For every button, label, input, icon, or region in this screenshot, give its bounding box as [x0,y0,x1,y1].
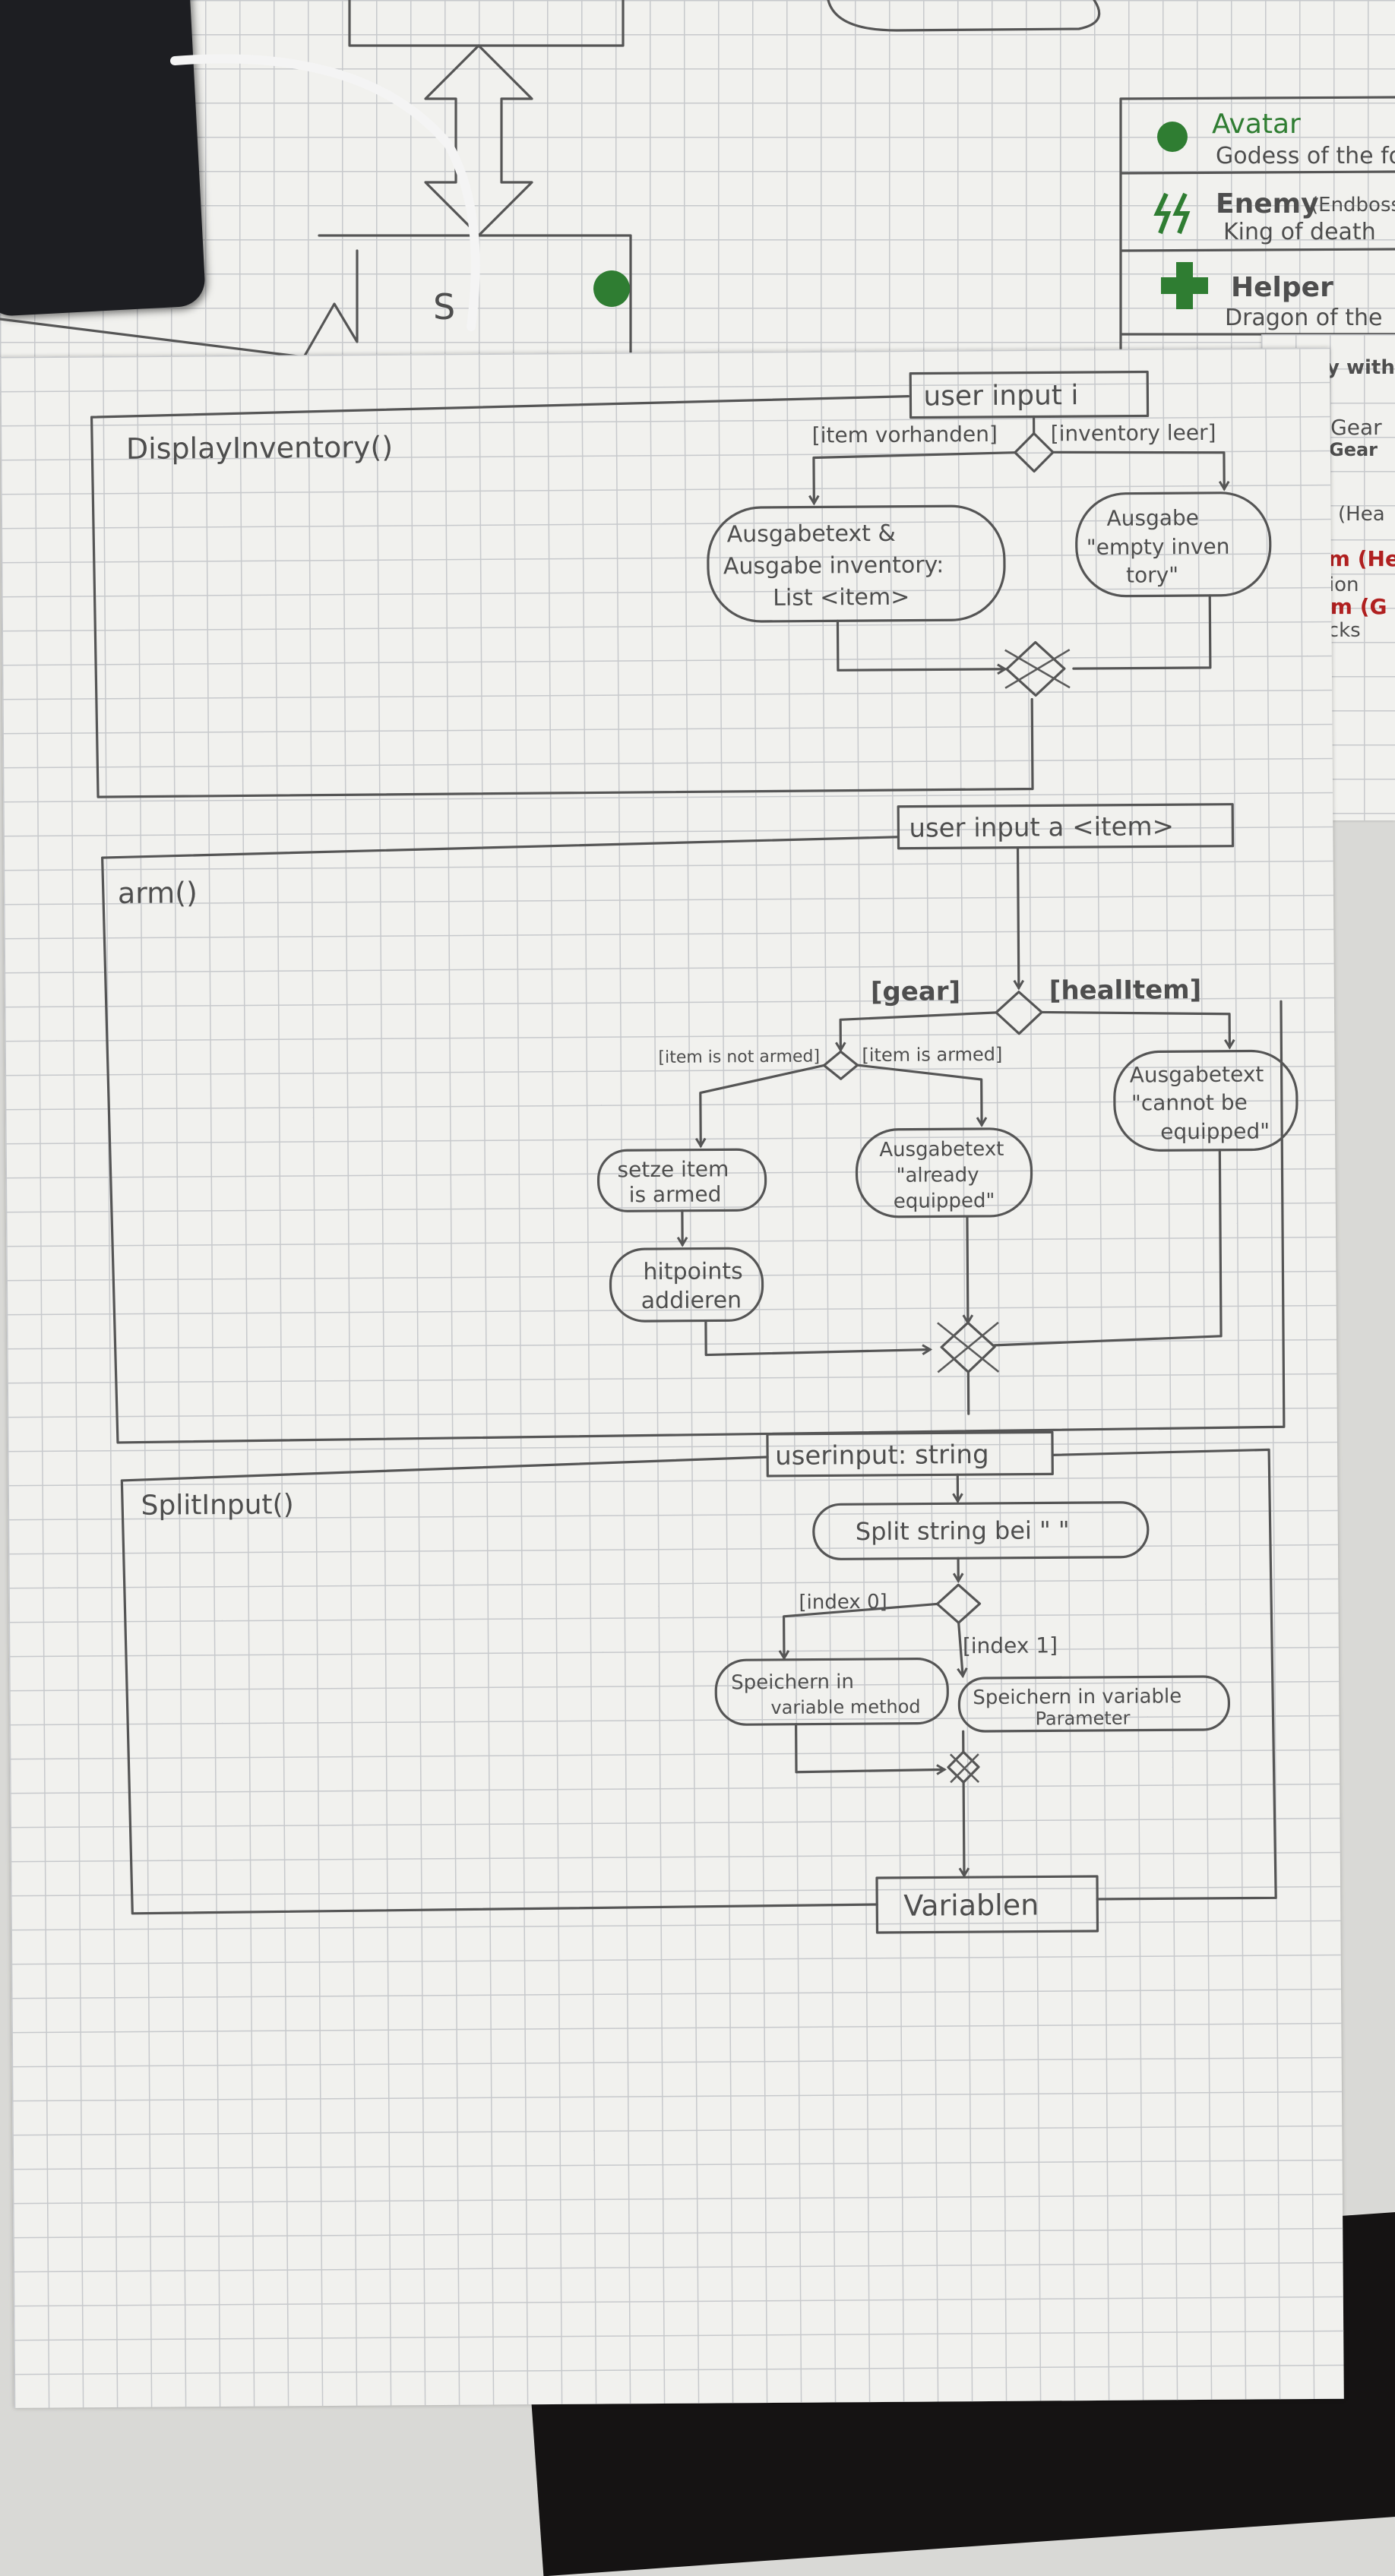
svg-text:equipped": equipped" [1160,1118,1270,1144]
svg-text:List <item>: List <item> [773,584,909,612]
frame-display-inventory: DisplayInventory() user input i [item vo… [90,370,1272,798]
guard-index-1: [index 1] [963,1633,1058,1658]
action-save-method [714,1658,949,1726]
legend-enemy-note: (Endboss [1311,194,1395,217]
svg-text:Ausgabetext: Ausgabetext [879,1138,1004,1162]
action-split-string [812,1501,1150,1560]
decision-display [1014,431,1055,473]
diagram-paper: DisplayInventory() user input i [item vo… [0,347,1344,2408]
guard-heal-item: [healItem] [1049,975,1202,1006]
svg-text:Speichern in: Speichern in [731,1670,854,1694]
svg-text:userinput: string: userinput: string [775,1440,989,1471]
svg-text:variable method: variable method [770,1696,920,1718]
input-pin-display [909,370,1150,419]
frame-label-arm: arm() [118,876,198,910]
svg-text:addieren: addieren [641,1287,742,1314]
merge-display [1005,640,1066,697]
svg-text:setze item: setze item [617,1156,729,1182]
avatar-symbol [593,270,630,307]
decision-armed [822,1050,859,1080]
svg-text:Parameter: Parameter [1035,1708,1130,1730]
svg-text:Speichern in variable: Speichern in variable [973,1685,1181,1709]
frame-arm: arm() user input a <item> [gear] [healIt… [101,803,1299,1444]
output-pin-variablen [875,1875,1099,1934]
decision-gear [995,991,1043,1035]
legend-helper-name: Helper [1231,272,1333,303]
guard-armed: [item is armed] [862,1044,1002,1066]
action-cannot-equip [1113,1049,1299,1152]
svg-text:is armed: is armed [629,1181,722,1207]
action-save-parameter [957,1675,1231,1733]
svg-text:Ausgabe: Ausgabe [1106,505,1199,531]
svg-text:"empty inven: "empty inven [1087,534,1230,560]
frame-split-input: SplitInput() userinput: string Split str… [120,1430,1277,1934]
legend-enemy-name: Enemy [1216,188,1319,220]
guard-gear: [gear] [871,976,960,1007]
svg-text:hitpoints: hitpoints [643,1258,742,1285]
legend-avatar-desc: Godess of the fo [1216,143,1395,169]
guard-not-armed: [item is not armed] [658,1047,820,1067]
svg-text:equipped": equipped" [894,1190,995,1213]
decision-index [935,1583,982,1624]
legend-table: Avatar Godess of the fo Enemy (Endboss K… [1119,96,1395,351]
svg-text:Ausgabe inventory:: Ausgabe inventory: [723,552,944,580]
action-already-equipped [855,1127,1033,1218]
svg-text:S: S [433,286,455,327]
action-ausgabe-inventory [707,504,1006,623]
svg-text:"cannot be: "cannot be [1131,1090,1248,1116]
legend-avatar-name: Avatar [1212,109,1301,140]
action-empty-inventory [1075,491,1272,598]
svg-text:"already: "already [896,1164,979,1187]
guard-item-vorhanden: [item vorhanden] [812,422,998,448]
guard-inventory-leer: [inventory leer] [1051,420,1216,447]
helper-icon [1161,262,1208,309]
enemy-icon [1153,192,1191,235]
svg-text:Split string bei " ": Split string bei " " [856,1516,1070,1546]
svg-text:user input a <item>: user input a <item> [909,811,1174,843]
input-pin-split [766,1430,1054,1478]
svg-text:Ausgabetext &: Ausgabetext & [727,520,896,548]
avatar-icon [1157,122,1188,152]
action-hitpoints [609,1247,764,1323]
svg-text:user input i: user input i [923,380,1078,412]
background-sketch: S Avatar Godess of the fo Enemy (Endboss… [0,0,1395,374]
input-pin-arm [897,803,1235,850]
activity-diagram: DisplayInventory() user input i [item vo… [90,370,1299,1934]
frame-label-split-input: SplitInput() [141,1489,293,1521]
svg-text:Variablen: Variablen [903,1889,1039,1923]
legend-enemy-desc: King of death [1223,219,1376,245]
svg-text:Ausgabetext: Ausgabetext [1130,1061,1264,1087]
frame-label-display-inventory: DisplayInventory() [126,430,394,465]
svg-text:tory": tory" [1126,562,1178,587]
legend-helper-desc: Dragon of the [1225,305,1382,331]
